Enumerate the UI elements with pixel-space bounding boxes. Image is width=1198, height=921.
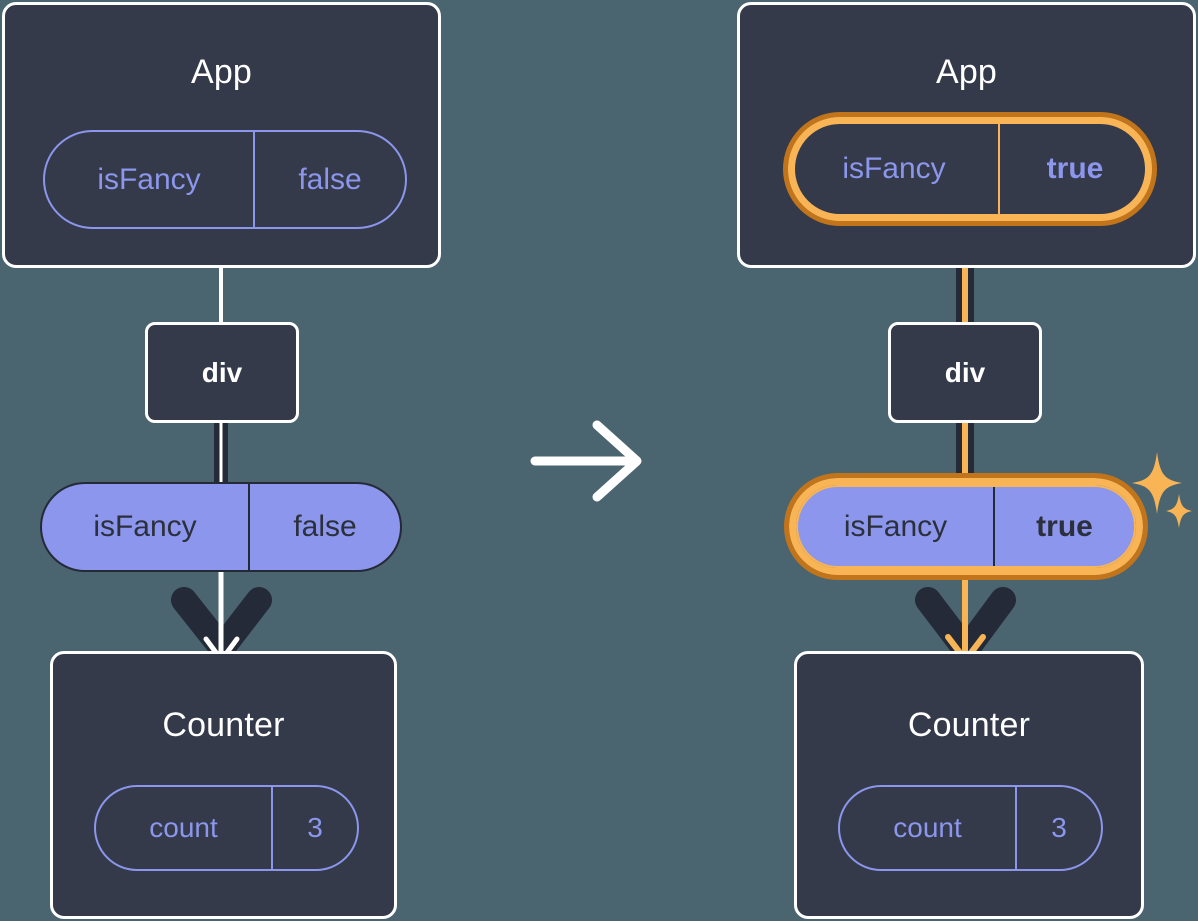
left-app-title: App bbox=[190, 53, 253, 91]
left-counter-state-divider bbox=[271, 787, 273, 869]
right-counter-box[interactable]: Counter count 3 bbox=[794, 651, 1144, 919]
right-app-state-value: true bbox=[1046, 152, 1104, 185]
left-props-value: false bbox=[293, 510, 357, 543]
sparkle-icon-props bbox=[1132, 452, 1192, 528]
left-div-label: div bbox=[201, 356, 243, 388]
right-counter-state-divider bbox=[1015, 787, 1017, 869]
right-div-node[interactable]: div bbox=[888, 322, 1042, 423]
right-counter-state-pill[interactable]: count 3 bbox=[838, 785, 1103, 871]
left-app-state-divider bbox=[253, 132, 255, 227]
right-arrow-props-to-counter-dark bbox=[915, 587, 1016, 663]
right-counter-state-value: 3 bbox=[1051, 812, 1067, 843]
right-props-divider bbox=[993, 487, 995, 566]
left-counter-state-pill[interactable]: count 3 bbox=[94, 785, 359, 871]
left-counter-title: Counter bbox=[162, 706, 285, 744]
left-props-divider bbox=[248, 484, 250, 570]
right-props-name: isFancy bbox=[843, 509, 948, 543]
right-app-state-divider bbox=[998, 119, 1000, 219]
left-counter-box[interactable]: Counter count 3 bbox=[50, 651, 397, 919]
arrow-right-icon bbox=[530, 420, 642, 502]
left-div-node[interactable]: div bbox=[145, 322, 299, 423]
right-app-state-pill[interactable]: isFancy true bbox=[788, 117, 1152, 221]
left-counter-state-name: count bbox=[149, 812, 218, 843]
left-props-name: isFancy bbox=[93, 510, 197, 543]
left-app-state-pill[interactable]: isFancy false bbox=[43, 130, 407, 229]
right-counter-state-name: count bbox=[893, 812, 962, 843]
right-props-value: true bbox=[1036, 509, 1093, 543]
right-app-box[interactable]: App isFancy true bbox=[737, 2, 1196, 268]
left-app-state-value: false bbox=[298, 162, 362, 196]
left-app-state-name: isFancy bbox=[97, 162, 201, 196]
left-counter-state-value: 3 bbox=[307, 812, 323, 843]
right-counter-title: Counter bbox=[907, 706, 1031, 744]
right-app-state-name: isFancy bbox=[842, 152, 946, 185]
right-div-label: div bbox=[944, 356, 986, 388]
right-props-highlight-ring bbox=[784, 473, 1148, 580]
left-arrow-props-to-counter-dark bbox=[171, 587, 272, 661]
right-props-pill[interactable]: isFancy true bbox=[796, 485, 1136, 568]
left-app-box[interactable]: App isFancy false bbox=[2, 2, 441, 268]
left-props-pill[interactable]: isFancy false bbox=[40, 482, 402, 572]
right-app-title: App bbox=[935, 53, 998, 91]
